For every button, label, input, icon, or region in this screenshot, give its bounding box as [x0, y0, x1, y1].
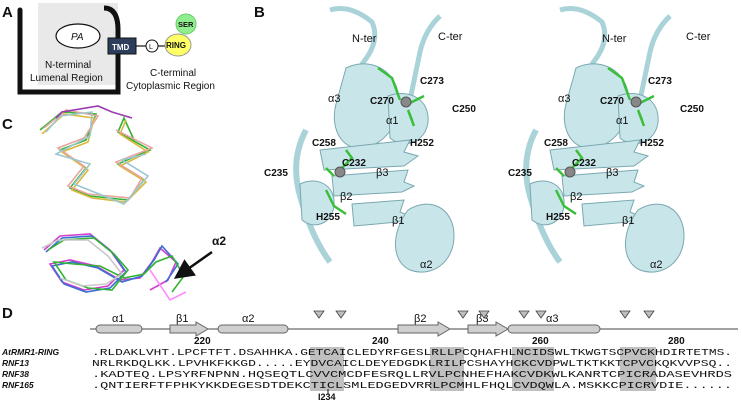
- cyto-label-2: Cytoplasmic Region: [126, 81, 215, 92]
- ss-a1-right: α1: [616, 115, 628, 127]
- cter-label-right: C-ter: [686, 31, 711, 43]
- ss-a1-cylinder: [96, 325, 142, 333]
- ss-a2-left: α2: [420, 259, 432, 271]
- resi-h252-left: H252: [410, 138, 434, 149]
- ss-b2-left: β2: [340, 191, 352, 203]
- alignment-block: AtRMR1-RING RNF13 RNF38 RNF165 .RLDAKLVH…: [1, 347, 732, 391]
- resi-c250-right: C250: [680, 104, 704, 115]
- resnum-220: 220: [194, 336, 211, 347]
- resi-c273-left: C273: [420, 76, 444, 87]
- ss-a2-text: α2: [242, 313, 254, 325]
- linker-label: L: [149, 44, 153, 51]
- resi-c273-right: C273: [648, 76, 672, 87]
- lumen-label-1: N-terminal: [45, 60, 91, 71]
- seq-name-4: RNF165: [2, 380, 34, 390]
- nter-label-right: N-ter: [602, 33, 627, 45]
- cyto-label-1: C-terminal: [150, 68, 196, 79]
- i234-label: I234: [318, 392, 336, 401]
- resi-c235-left: C235: [264, 168, 288, 179]
- resnum-260: 260: [532, 336, 549, 347]
- lumen-label-2: Lumenal Region: [30, 73, 103, 84]
- resi-c232-right: C232: [572, 158, 596, 169]
- resi-c270-left: C270: [370, 96, 394, 107]
- resi-h255-right: H255: [546, 212, 570, 223]
- seq-row-2: NRLRKDQLKK.LPVHKFKKGD.....EYDVCAICLDEYED…: [92, 359, 732, 369]
- ss-b1-text: β1: [176, 313, 188, 325]
- panel-label-c: C: [2, 116, 13, 133]
- alpha2-label: α2: [212, 234, 226, 248]
- resi-c258-right: C258: [544, 138, 568, 149]
- zinc-ligand-markers: [314, 311, 654, 318]
- ss-a3-cylinder: [508, 325, 600, 333]
- resi-c270-right: C270: [600, 96, 624, 107]
- ss-b3-right: β3: [606, 167, 618, 179]
- tmd-label: TMD: [112, 43, 130, 52]
- resi-c232-left: C232: [342, 158, 366, 169]
- ring-label: RING: [166, 41, 186, 50]
- ss-a3-text: α3: [546, 313, 558, 325]
- resi-h255-left: H255: [316, 212, 340, 223]
- resi-c250-left: C250: [452, 104, 476, 115]
- seq-row-4: .QNTIERFTFPHKYKKDEGESDTDEKCTICLSMLEDGEDV…: [92, 381, 732, 391]
- resi-c258-left: C258: [312, 138, 336, 149]
- ss-b2-right: β2: [570, 191, 582, 203]
- pa-label: PA: [71, 32, 84, 43]
- ss-b2-text: β2: [414, 313, 426, 325]
- panel-label-a: A: [2, 4, 13, 21]
- secondary-structure-track: α1 β1 α2 β2 β3 α3 220 240 260 280: [90, 311, 738, 347]
- seq-name-2: RNF13: [2, 358, 29, 368]
- backbone-overlay: [40, 106, 186, 300]
- resnum-240: 240: [372, 336, 389, 347]
- structure-right: N-ter C-ter C273 C270 C250 H252 C258 C23…: [508, 9, 711, 273]
- resi-c235-right: C235: [508, 168, 532, 179]
- seq-name-1: AtRMR1-RING: [1, 347, 60, 357]
- ss-a1-text: α1: [112, 313, 124, 325]
- resnum-280: 280: [668, 336, 685, 347]
- ss-a1-left: α1: [386, 115, 398, 127]
- seq-row-1: .RLDAKLVHT.LPCFTFT.DSAHHKA.GETCAICLEDYRF…: [92, 348, 732, 358]
- ss-a3-left: α3: [328, 93, 340, 105]
- alpha2-arrow: [178, 252, 212, 276]
- ss-a2-cylinder: [218, 325, 288, 333]
- domain-diagram: PA TMD L RING SER N-terminal Lumenal Reg…: [20, 3, 215, 92]
- panel-label-d: D: [2, 305, 13, 322]
- ss-a3-right: α3: [558, 93, 570, 105]
- ss-b1-left: β1: [392, 215, 404, 227]
- nter-label-left: N-ter: [352, 33, 377, 45]
- ss-b1-right: β1: [622, 215, 634, 227]
- structure-left: N-ter C-ter C273 C270 C250 H252 C258 C23…: [264, 9, 476, 273]
- ss-b3-left: β3: [376, 167, 388, 179]
- ss-a2-right: α2: [650, 259, 662, 271]
- panel-label-b: B: [254, 4, 265, 21]
- ser-label: SER: [178, 20, 194, 29]
- seq-row-3: .KADTEQ.LPSYRFNPNN.HQSEQTLCVVCMCDFESRQLL…: [92, 370, 732, 380]
- cter-label-left: C-ter: [438, 31, 463, 43]
- seq-name-3: RNF38: [2, 369, 29, 379]
- resi-h252-right: H252: [640, 138, 664, 149]
